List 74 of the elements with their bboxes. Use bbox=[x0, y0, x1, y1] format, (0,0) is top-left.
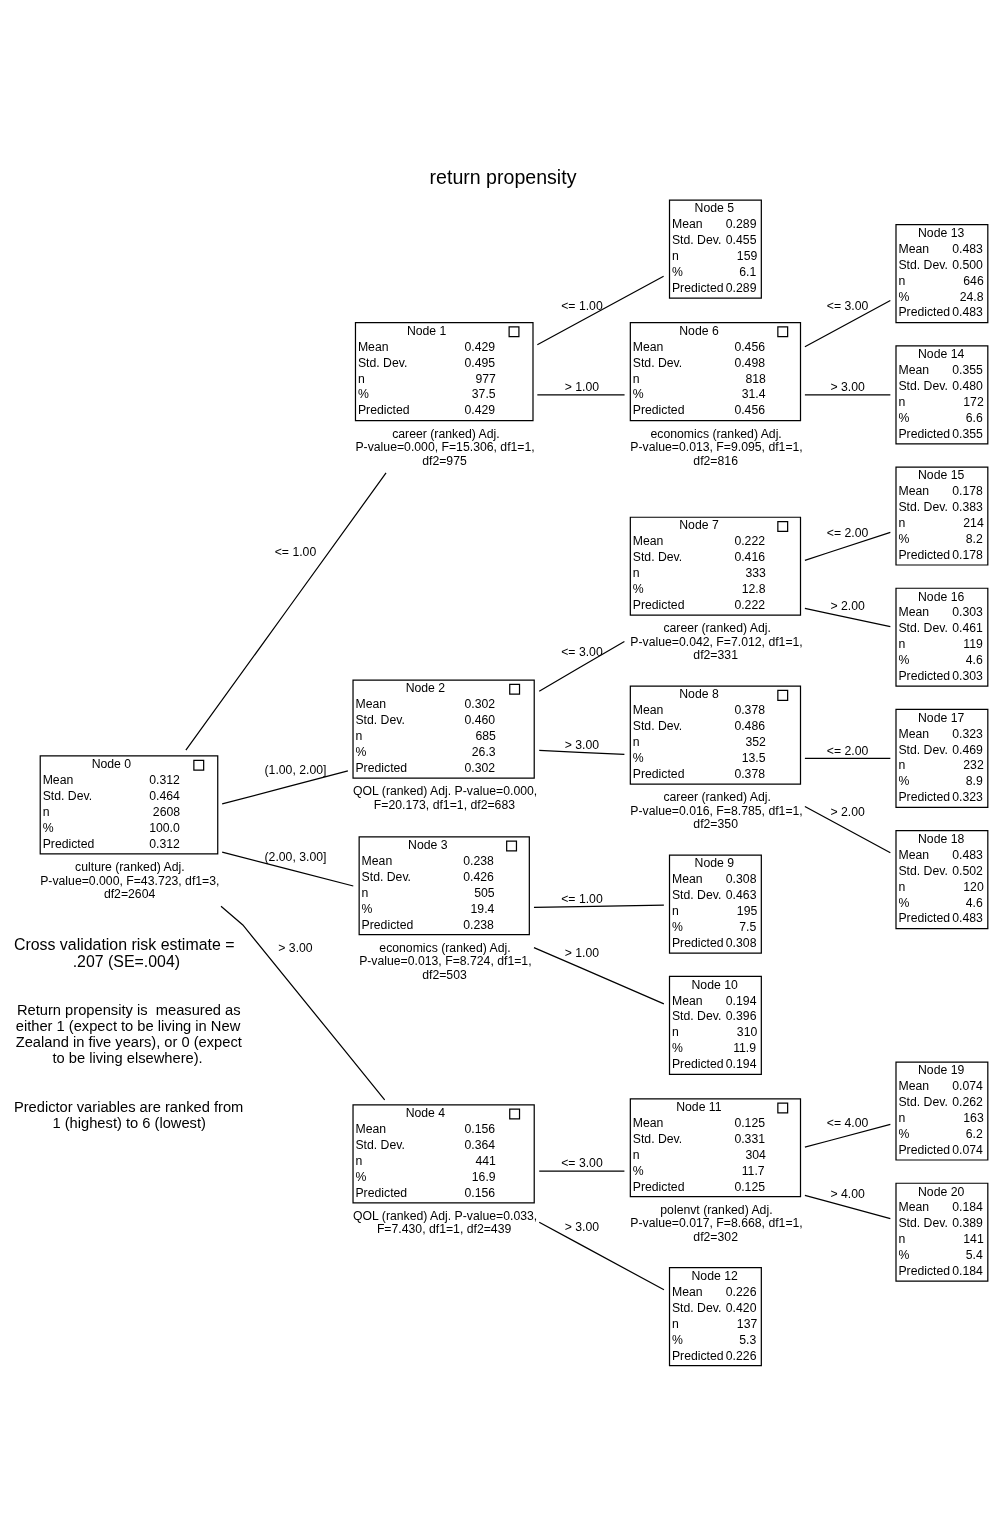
node-box: Node 4 Mean 0.156 Std. Dev. 0.364 n 441 % 16.9 Predicted 0.156 bbox=[351, 1103, 535, 1203]
connector bbox=[803, 757, 891, 759]
connector bbox=[803, 299, 891, 347]
edge-label: > 1.00 bbox=[564, 379, 599, 394]
connector bbox=[221, 851, 354, 887]
node-label: QOL (ranked) Adj. P-value=0.000, F=20.173, df1=1, df2=683 bbox=[352, 783, 537, 812]
node-box: Node 20 Mean 0.184 Std. Dev. 0.389 n 141 % 5.4 Predicted 0.184 bbox=[894, 1182, 988, 1282]
connector bbox=[532, 946, 664, 1004]
edge-label: <= 2.00 bbox=[826, 525, 868, 540]
node-box: Node 2 Mean 0.302 Std. Dev. 0.460 n 685 % 26.3 Predicted 0.302 bbox=[351, 678, 535, 779]
connector bbox=[184, 471, 387, 751]
node-label: career (ranked) Adj. P-value=0.042, F=7.012, df1=1, df2=331 bbox=[629, 620, 803, 662]
caption: Cross validation risk estimate = .207 (SE=.004) bbox=[13, 935, 234, 970]
node-box: Node 1 Mean 0.429 Std. Dev. 0.495 n 977 % 37.5 Predicted 0.429 bbox=[354, 321, 534, 421]
edge-label: <= 1.00 bbox=[274, 544, 316, 559]
node-label: culture (ranked) Adj. P-value=0.000, F=43.723, df1=3, df2=2604 bbox=[39, 859, 219, 901]
connector bbox=[803, 805, 891, 853]
node-label: QOL (ranked) Adj. P-value=0.033, F=7.430, df1=1, df2=439 bbox=[352, 1208, 537, 1236]
node-label: career (ranked) Adj. P-value=0.016, F=8.785, df1=1, df2=350 bbox=[629, 789, 803, 831]
connector bbox=[532, 903, 664, 908]
node-box: Node 17 Mean 0.323 Std. Dev. 0.469 n 232 % 8.9 Predicted 0.323 bbox=[894, 708, 988, 808]
node-box: Node 11 Mean 0.125 Std. Dev. 0.331 n 304 % 11.7 Predicted 0.125 bbox=[629, 1097, 801, 1197]
node-label: career (ranked) Adj. P-value=0.000, F=15.306, df1=1, df2=975 bbox=[354, 426, 535, 468]
connector bbox=[221, 769, 348, 805]
edge-label: (1.00, 2.00] bbox=[264, 762, 326, 777]
node-box: Node 15 Mean 0.178 Std. Dev. 0.383 n 214 % 8.2 Predicted 0.178 bbox=[894, 465, 988, 566]
edge-label: <= 4.00 bbox=[826, 1115, 868, 1130]
edge-label: <= 2.00 bbox=[826, 743, 868, 758]
edge-label: <= 3.00 bbox=[560, 1155, 603, 1170]
edge-label: > 4.00 bbox=[829, 1186, 865, 1201]
edge-label: <= 1.00 bbox=[560, 891, 603, 906]
edge-label: <= 3.00 bbox=[560, 644, 603, 659]
edge-label: > 3.00 bbox=[564, 737, 599, 752]
node-box: Node 0 Mean 0.312 Std. Dev. 0.464 n 2608 % 100.0 Predicted 0.312 bbox=[39, 754, 218, 855]
connector bbox=[803, 1123, 891, 1148]
edge-label: > 3.00 bbox=[829, 379, 865, 394]
connector bbox=[803, 1194, 891, 1219]
edge-label: <= 1.00 bbox=[560, 298, 603, 313]
node-label: polenvt (ranked) Adj. P-value=0.017, F=8.668, df1=1, df2=302 bbox=[629, 1202, 803, 1244]
edge-label: > 3.00 bbox=[277, 940, 313, 955]
connector bbox=[803, 607, 891, 627]
edge-label: > 2.00 bbox=[829, 804, 865, 819]
node-box: Node 16 Mean 0.303 Std. Dev. 0.461 n 119 % 4.6 Predicted 0.303 bbox=[894, 587, 988, 687]
label: Predictor variables are ranked from 1 (highest) to 6 (lowest) bbox=[13, 1098, 243, 1131]
node-box: Node 14 Mean 0.355 Std. Dev. 0.480 n 172 % 6.6 Predicted 0.355 bbox=[894, 344, 988, 444]
connector bbox=[803, 531, 891, 561]
node-box: Node 10 Mean 0.194 Std. Dev. 0.396 n 310 % 11.9 Predicted 0.194 bbox=[668, 975, 762, 1075]
connector bbox=[538, 1169, 625, 1172]
node-box: Node 13 Mean 0.483 Std. Dev. 0.500 n 646 % 24.8 Predicted 0.483 bbox=[894, 223, 988, 323]
node-box: Node 5 Mean 0.289 Std. Dev. 0.455 n 159 % 6.1 Predicted 0.289 bbox=[668, 199, 762, 299]
node-box: Node 18 Mean 0.483 Std. Dev. 0.502 n 120 % 4.6 Predicted 0.483 bbox=[894, 829, 988, 929]
node-box: Node 3 Mean 0.238 Std. Dev. 0.426 n 505 % 19.4 Predicted 0.238 bbox=[358, 835, 530, 935]
edge-label: > 3.00 bbox=[564, 1219, 599, 1234]
node-label: economics (ranked) Adj. P-value=0.013, F=8.724, df1=1, df2=503 bbox=[358, 940, 532, 982]
diagram-title: return propensity bbox=[429, 165, 576, 188]
node-box: Node 8 Mean 0.378 Std. Dev. 0.486 n 352 % 13.5 Predicted 0.378 bbox=[629, 685, 801, 785]
connector bbox=[536, 275, 664, 345]
edge-label: > 2.00 bbox=[829, 598, 865, 613]
label: Return propensity is measured as either 1 (expect to be living in New Zealand in five years), or 0 (expect to be living elsewhere). bbox=[15, 1001, 242, 1066]
edge-label: > 1.00 bbox=[564, 945, 599, 960]
connector bbox=[538, 749, 625, 755]
connector bbox=[219, 905, 385, 1100]
connector bbox=[803, 393, 891, 395]
node-box: Node 12 Mean 0.226 Std. Dev. 0.420 n 137 % 5.3 Predicted 0.226 bbox=[668, 1266, 762, 1366]
edge-label: (2.00, 3.00] bbox=[264, 849, 326, 864]
connector bbox=[538, 1221, 665, 1290]
edge-label: <= 3.00 bbox=[826, 298, 868, 313]
connector bbox=[536, 393, 625, 395]
node-box: Node 7 Mean 0.222 Std. Dev. 0.416 n 333 % 12.8 Predicted 0.222 bbox=[629, 516, 801, 616]
connector bbox=[538, 640, 625, 692]
node-box: Node 19 Mean 0.074 Std. Dev. 0.262 n 163 % 6.2 Predicted 0.074 bbox=[894, 1060, 988, 1161]
node-box: Node 9 Mean 0.308 Std. Dev. 0.463 n 195 % 7.5 Predicted 0.308 bbox=[668, 854, 762, 954]
node-box: Node 6 Mean 0.456 Std. Dev. 0.498 n 818 % 31.4 Predicted 0.456 bbox=[629, 321, 801, 421]
node-label: economics (ranked) Adj. P-value=0.013, F=9.095, df1=1, df2=816 bbox=[629, 426, 803, 468]
